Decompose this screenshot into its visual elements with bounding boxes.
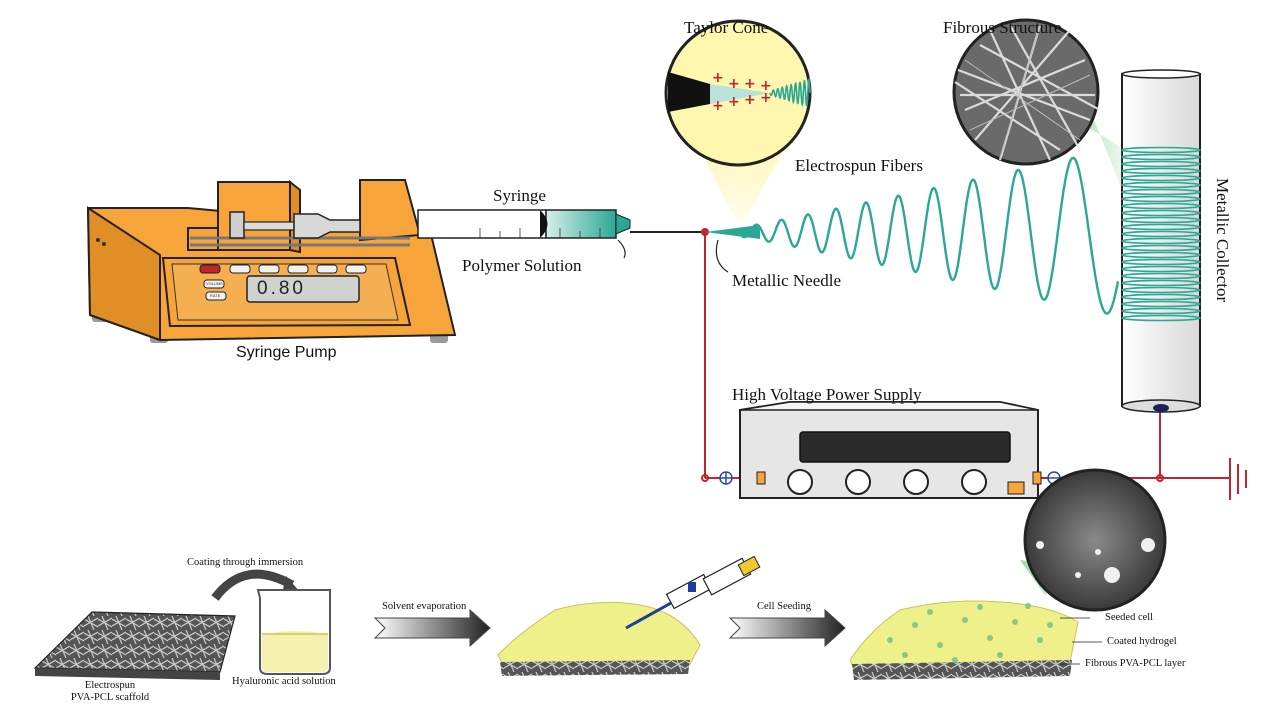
pump-display-value: 0.80 xyxy=(257,278,306,299)
seeded-scaffold xyxy=(849,468,1167,680)
collector-wrap xyxy=(1121,251,1201,259)
svg-text:+: + xyxy=(728,76,740,92)
collector-wrap xyxy=(1121,223,1201,231)
arrow-cell-seeding xyxy=(728,608,846,648)
syringe-label: Syringe xyxy=(493,186,546,205)
collector-wrap xyxy=(1121,307,1201,315)
fibrous-structure-label: Fibrous Structure xyxy=(943,18,1062,37)
taylor-cone-inset: ++++ ++++ xyxy=(664,19,812,228)
collector-wrap xyxy=(1121,286,1201,294)
svg-text:+: + xyxy=(744,76,756,92)
collector-wrap xyxy=(1121,237,1201,245)
svg-text:+: + xyxy=(760,90,772,106)
svg-text:+: + xyxy=(712,98,724,114)
process-scaffold xyxy=(33,611,236,680)
collector-wrap xyxy=(1121,314,1201,322)
high-voltage-power-supply xyxy=(719,401,1061,499)
power-supply-label: High Voltage Power Supply xyxy=(732,385,922,404)
collector-wrap xyxy=(1121,188,1201,196)
metallic-collector xyxy=(1121,69,1201,413)
svg-text:+: + xyxy=(760,78,772,94)
coating-arrow xyxy=(211,569,295,601)
beaker xyxy=(256,589,331,675)
collector-wrap xyxy=(1121,209,1201,217)
collector-wrap xyxy=(1121,293,1201,301)
polymer-solution-label: Polymer Solution xyxy=(462,256,582,275)
arrow-solvent xyxy=(373,608,491,648)
fibrous-layer-label: Fibrous PVA-PCL layer xyxy=(1085,658,1186,669)
electrospun-fibers-label: Electrospun Fibers xyxy=(795,156,923,175)
collector-wrap xyxy=(1121,195,1201,203)
seeded-cell-label: Seeded cell xyxy=(1105,612,1154,623)
solvent-evaporation-label: Solvent evaporation xyxy=(382,601,467,612)
collector-wrap xyxy=(1121,258,1201,266)
syringe-pump-label: Syringe Pump xyxy=(236,344,337,361)
svg-text:+: + xyxy=(744,92,756,108)
svg-text:+: + xyxy=(728,94,740,110)
coated-hydrogel-label: Coated hydrogel xyxy=(1107,636,1177,647)
collector-wrap xyxy=(1121,244,1201,252)
fiber-jet-base xyxy=(705,225,760,239)
collector-wrap xyxy=(1121,272,1201,280)
collector-wrap xyxy=(1121,265,1201,273)
metallic-collector-label: Metallic Collector xyxy=(1213,178,1232,303)
taylor-cone-label: Taylor Cone xyxy=(684,18,769,37)
collector-wrap xyxy=(1121,279,1201,287)
hyaluronic-label: Hyaluronic acid solution xyxy=(232,676,336,687)
fibrous-structure-inset xyxy=(952,18,1122,190)
svg-text:+: + xyxy=(712,70,724,86)
scaffold-label-2: PVA-PCL scaffold xyxy=(70,692,150,703)
metallic-needle-label: Metallic Needle xyxy=(732,271,842,290)
electrospun-fiber-jet xyxy=(737,156,1120,315)
ground-symbol xyxy=(1229,458,1247,500)
collector-wrap xyxy=(1121,300,1201,308)
syringe xyxy=(417,209,729,273)
coated-scaffold xyxy=(497,555,761,676)
pump-rate-button[interactable]: RATE xyxy=(210,293,221,298)
collector-wrap xyxy=(1121,230,1201,238)
syringe-pump xyxy=(86,179,457,343)
scaffold-label-1: Electrospun xyxy=(84,680,136,691)
collector-wrap xyxy=(1121,216,1201,224)
cell-seeding-label: Cell Seeding xyxy=(757,601,811,612)
collector-wrap xyxy=(1121,202,1201,210)
pump-volume-button[interactable]: VOLUME xyxy=(206,281,223,286)
coating-label: Coating through immersion xyxy=(187,557,304,568)
